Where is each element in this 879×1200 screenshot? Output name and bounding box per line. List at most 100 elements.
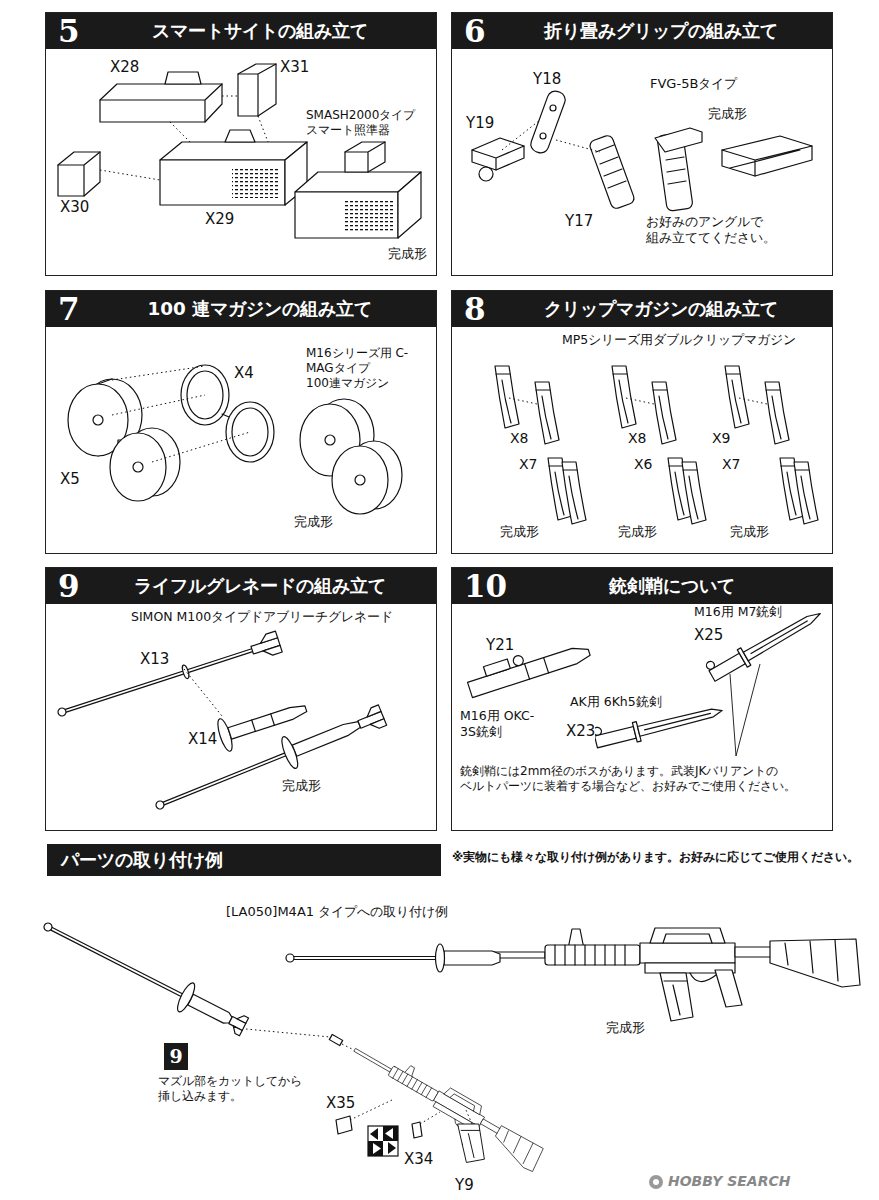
smart-sight-parts [345, 142, 385, 172]
band-title: パーツの取り付け例 [61, 850, 223, 870]
bayonet-parts [751, 621, 807, 654]
section-title: 折り畳みグリップの組み立て [494, 21, 832, 41]
smart-sight-parts [58, 64, 421, 238]
header-band: 9ライフルグレネードの組み立て [46, 568, 436, 604]
smart-sight-parts [238, 64, 276, 116]
folding-grip-parts [588, 134, 635, 210]
part-number: X7 [519, 456, 538, 474]
bayonet-parts [512, 654, 525, 667]
part-number: Y9 [455, 1176, 474, 1195]
smart-sight-parts [225, 130, 255, 142]
part-number: Y21 [486, 636, 514, 655]
orientation-icon [370, 1128, 378, 1140]
part-number: X14 [188, 730, 217, 749]
bayonet-parts [464, 634, 591, 697]
caption-text: 完成形 [282, 778, 321, 794]
watermark-logo [649, 1175, 663, 1189]
rifle-illustration [341, 1037, 548, 1182]
section-number: 9 [46, 571, 88, 602]
drum-magazine-parts [226, 402, 274, 462]
assembly-guide [222, 96, 238, 97]
caption-text: 完成形 [500, 524, 539, 540]
section-title: 銃剣鞘について [515, 576, 832, 596]
assembly-guide [170, 122, 190, 142]
part-number: X6 [634, 456, 653, 474]
drum-magazine-parts [332, 446, 388, 514]
section-panel: 8クリップマガジンの組み立て [451, 290, 833, 554]
part-number: X35 [326, 1094, 355, 1113]
caption-text: [LA050]M4A1 タイプへの取り付け例 [226, 904, 448, 920]
note-text: お好みのアングルで 組み立ててください。 [646, 214, 784, 247]
rifle-illustration [660, 973, 693, 1021]
drum-magazine-parts [133, 462, 143, 472]
section-title: クリップマガジンの組み立て [494, 299, 832, 319]
leader-line [730, 664, 760, 756]
section-band: パーツの取り付け例 [47, 844, 441, 876]
watermark: HOBBY SEARCH [668, 1173, 790, 1191]
rifle-illustration [329, 1034, 342, 1045]
folding-grip-parts [655, 128, 702, 152]
clip-magazine-parts [495, 366, 519, 428]
rifle-grenade-parts [57, 707, 67, 717]
bayonet-parts [637, 706, 723, 737]
smart-sight-parts [160, 160, 285, 205]
caption-text: 完成形 [730, 524, 769, 540]
part-number: Y18 [533, 70, 561, 89]
assembly-guide [258, 116, 268, 142]
orientation-icon [368, 1141, 383, 1156]
section-panel: 9ライフルグレネードの組み立て [45, 567, 437, 831]
assembly-guide [112, 366, 250, 462]
part-number: X13 [140, 650, 169, 669]
part-number: X28 [110, 58, 139, 77]
assembly-guide [626, 398, 654, 404]
rifle-illustration [286, 954, 294, 962]
rifle-illustration [436, 944, 445, 972]
rifle-illustration [37, 911, 251, 1041]
section-panel: 7100 連マガジンの組み立て [45, 290, 437, 554]
assembly-guide [350, 1100, 392, 1120]
folding-grip-parts [472, 89, 812, 212]
caption-text: M16用 M7銃剣 [694, 604, 782, 620]
caption-text: AK用 6Kh5銃剣 [570, 694, 662, 710]
note-text: M16シリーズ用 C-MAGタイプ 100連マガジン [306, 346, 410, 391]
folding-grip-parts [666, 157, 686, 184]
assembly-guide [502, 120, 600, 152]
clip-magazine-parts [652, 382, 676, 444]
caption-text: 完成形 [294, 514, 333, 530]
part-number: X29 [205, 210, 234, 229]
rifle-illustration [37, 911, 860, 1182]
part-number: X4 [234, 364, 254, 383]
folding-grip-parts [722, 146, 812, 176]
drum-magazine-parts [110, 433, 166, 501]
caption-text: FVG-5Bタイプ [650, 76, 737, 92]
section-number: 7 [46, 294, 88, 325]
folding-grip-parts [540, 133, 546, 139]
bayonet-parts [595, 727, 637, 748]
caption-text: 完成形 [606, 1020, 645, 1036]
smart-sight-parts [345, 142, 385, 172]
rifle-grenade-parts [55, 631, 282, 724]
callout-badge: 9 [164, 1043, 188, 1070]
watermark-logo [649, 1175, 663, 1189]
rifle-illustration [458, 1124, 484, 1162]
section-title: 100 連マガジンの組み立て [88, 299, 436, 319]
header-band: 6折り畳みグリップの組み立て [452, 13, 832, 49]
assembly-guide [739, 398, 767, 404]
part-number: X25 [694, 626, 723, 645]
part-number: Y17 [565, 212, 593, 231]
assembly-guide [112, 366, 205, 380]
drum-magazine-parts [93, 415, 103, 425]
orientation-icon [388, 1142, 396, 1154]
smart-sight-parts [232, 168, 280, 198]
assembly-guide [100, 170, 160, 180]
caption-text: MP5シリーズ用ダブルクリップマガジン [562, 332, 796, 348]
header-band: 10銃剣鞘について [452, 568, 832, 604]
smart-sight-parts [165, 72, 201, 84]
drum-magazine-parts [325, 435, 335, 445]
orientation-icon [373, 1143, 381, 1154]
assembly-guide [556, 140, 600, 152]
section-title: スマートサイトの組み立て [88, 21, 436, 41]
orientation-icon [368, 1126, 398, 1156]
part-number: X9 [712, 430, 731, 448]
rifle-illustration [174, 981, 197, 1014]
